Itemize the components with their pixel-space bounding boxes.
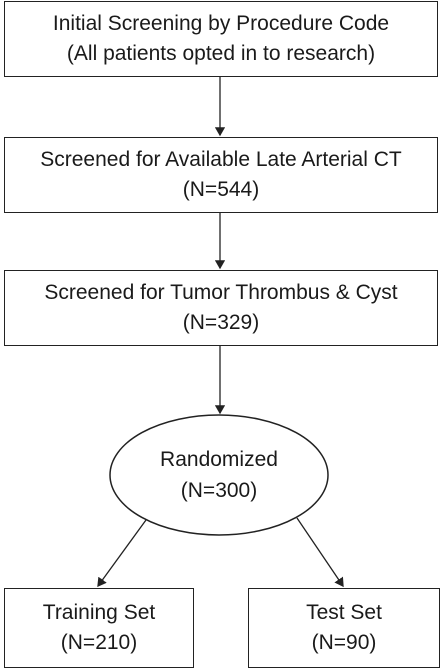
initial-screening-note: (All patients opted in to research) [66, 42, 376, 65]
test-set-title: Test Set [306, 601, 382, 624]
thrombus-cyst-count: (N=329) [182, 311, 260, 334]
initial-screening-box: Initial Screening by Procedure Code (All… [4, 1, 438, 77]
randomized-node: Randomized (N=300) [110, 415, 328, 535]
randomized-ellipse [109, 414, 329, 536]
initial-screening-title: Initial Screening by Procedure Code [52, 12, 390, 35]
training-set-title: Training Set [42, 601, 156, 624]
randomized-count: (N=300) [180, 479, 258, 502]
test-set-count: (N=90) [311, 631, 377, 654]
arrow-randomized-to-training [97, 519, 147, 588]
test-set-box: Test Set (N=90) [248, 588, 440, 668]
thrombus-cyst-box: Screened for Tumor Thrombus & Cyst (N=32… [4, 270, 438, 346]
late-arterial-ct-title: Screened for Available Late Arterial CT [40, 148, 402, 171]
late-arterial-ct-box: Screened for Available Late Arterial CT … [4, 137, 438, 213]
training-set-count: (N=210) [60, 631, 138, 654]
late-arterial-ct-count: (N=544) [182, 178, 260, 201]
arrow-randomized-to-test [296, 517, 344, 588]
randomized-title: Randomized [160, 448, 278, 471]
training-set-box: Training Set (N=210) [4, 588, 194, 668]
thrombus-cyst-title: Screened for Tumor Thrombus & Cyst [44, 281, 398, 304]
